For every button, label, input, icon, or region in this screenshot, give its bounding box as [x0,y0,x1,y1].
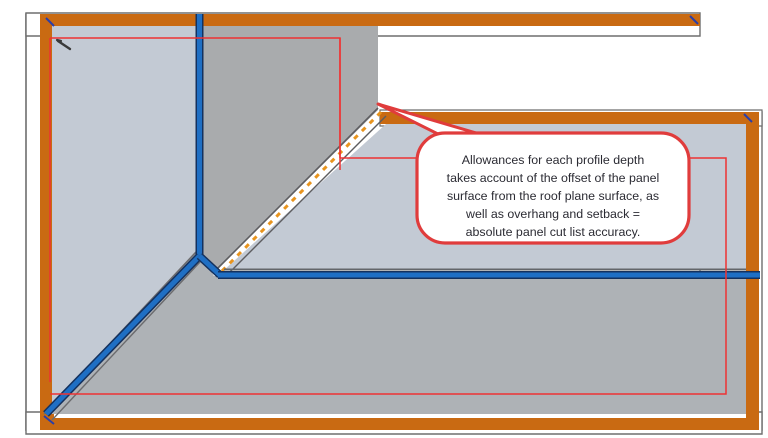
valley-outline-lower [223,115,387,279]
callout-line-5: absolute panel cut list accuracy. [466,225,641,239]
fascia-band-bottom [40,418,759,430]
annotation-callout: Allowances for each profile depth takes … [415,131,691,245]
corner-tick-topleft [45,17,55,27]
callout-line-1: Allowances for each profile depth [462,153,645,167]
corner-tick-topright [689,15,699,25]
hip-line-diagonal [44,254,202,416]
fascia-band-top [40,14,700,26]
fascia-band-rightwing-top [380,112,758,124]
roof-plane-upper-left [52,26,196,414]
roof-plane-lower [52,26,746,414]
valley-outline-upper [213,107,379,273]
corner-marker-tick [55,38,63,43]
callout-line-2: takes account of the offset of the panel [447,171,660,185]
roof-plane-upper-right [203,26,378,272]
valley-line [217,110,383,276]
corner-tick-rightwing [743,113,753,123]
callout-line-3: surface from the roof plane surface, as [447,189,659,203]
corner-tick-bottomleft [43,415,55,425]
corner-marker [56,39,72,51]
callout-line-4: well as overhang and setback = [465,207,640,221]
fascia-band-left [40,14,54,430]
ridge-joint [197,254,222,277]
callout-bubble [415,131,691,245]
